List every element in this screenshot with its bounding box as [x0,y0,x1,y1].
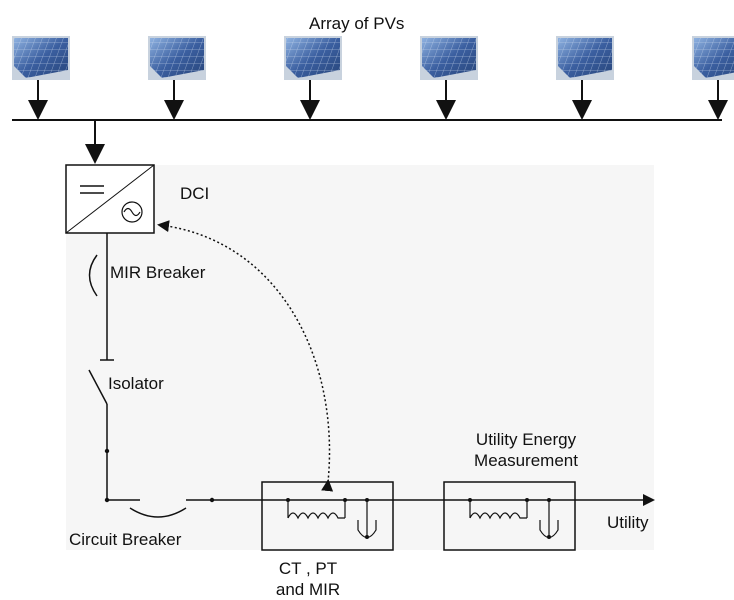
utility-label: Utility [607,513,649,532]
dci-label: DCI [180,184,210,203]
pv-panel [556,36,614,80]
isolator-label: Isolator [108,374,164,393]
array-title: Array of PVs [309,14,405,33]
dci-inverter-symbol [65,164,155,234]
pv-array [12,36,734,120]
pv-panel [148,36,206,80]
pv-panel [12,36,70,80]
pv-panel [284,36,342,80]
ct-pt-mir-label-line2: and MIR [275,580,341,599]
utility-energy-measurement-label: Utility Energy Measurement [446,429,606,471]
circuit-breaker-label: Circuit Breaker [69,530,182,549]
utility-energy-label-line2: Measurement [474,451,578,470]
ct-pt-mir-label: CT , PT and MIR [250,558,366,600]
pv-panel [420,36,478,80]
isolator-symbol [88,359,114,500]
ct-pt-mir-label-line1: CT , PT [278,559,338,578]
utility-energy-measurement-box [443,481,655,551]
mir-breaker-label: MIR Breaker [110,263,206,282]
mir-breaker-symbol [88,254,98,297]
circuit-breaker-symbol [129,507,187,518]
pv-panel [692,36,734,80]
utility-energy-label-line1: Utility Energy [475,430,577,449]
